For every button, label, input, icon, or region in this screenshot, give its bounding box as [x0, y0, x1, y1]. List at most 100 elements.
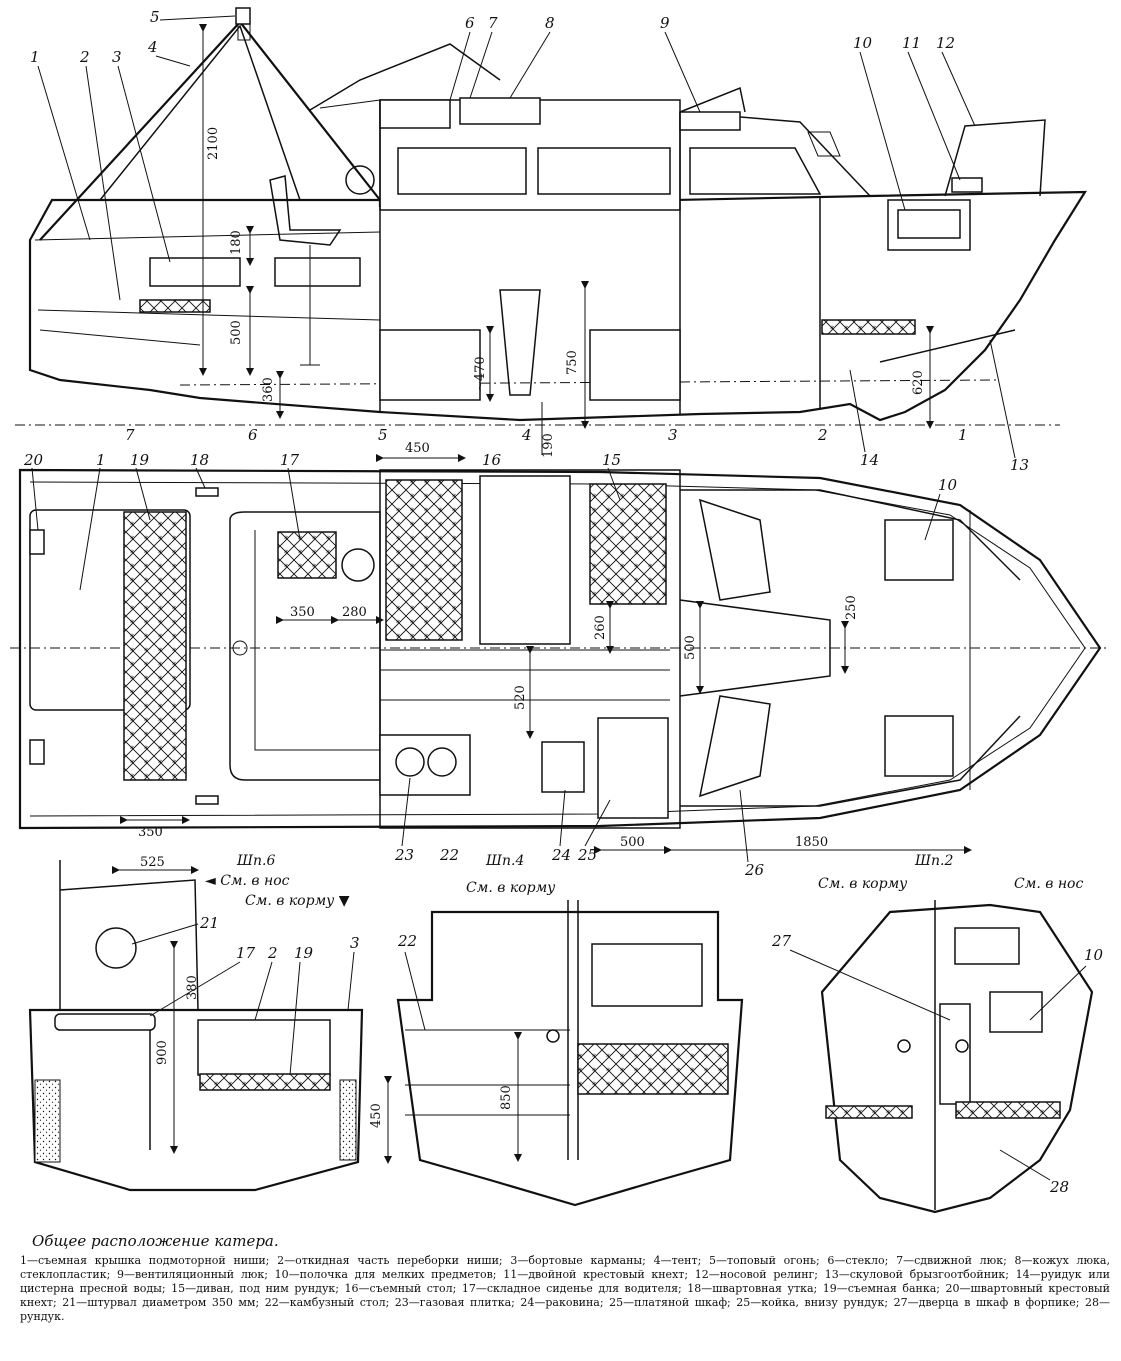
- svg-text:10: 10: [853, 34, 873, 52]
- side-window-1: [397, 147, 527, 195]
- svg-text:См. в корму ▼: См. в корму ▼: [245, 893, 350, 909]
- svg-text:180: 180: [229, 230, 244, 255]
- svg-text:17: 17: [280, 451, 300, 469]
- svg-text:~470: ~470: [473, 356, 488, 392]
- svg-text:620: 620: [911, 370, 926, 395]
- plan-dimensions: 450 350 280 260 520 500 250 350 500 1850: [138, 441, 859, 850]
- svg-text:900: 900: [155, 1040, 170, 1065]
- port-sofa: [385, 479, 463, 641]
- caption-title: Общее расположение катера.: [32, 1232, 279, 1250]
- frame-numbers: 7 6 5 4 3 2 1: [125, 426, 968, 444]
- table-side: [499, 289, 541, 396]
- svg-text:25: 25: [577, 846, 597, 864]
- boat-general-arrangement-drawing: *: [10, 7, 1110, 1214]
- svg-text:13: 13: [1010, 456, 1029, 474]
- svg-text:250: 250: [844, 595, 859, 620]
- svg-text:1850: 1850: [795, 835, 828, 850]
- mooring-cleat-port: [195, 487, 219, 497]
- caption-legend: 1—съемная крышка подмоторной ниши; 2—отк…: [20, 1254, 1110, 1323]
- side-profile-view: 1 2 3 4 5 6 7 8 9 10 11 12 13 1: [15, 7, 1088, 474]
- svg-text:См. в нос: См. в нос: [1014, 876, 1083, 892]
- bow-railing: [944, 119, 1046, 197]
- svg-text:380: 380: [185, 975, 200, 1000]
- svg-text:Шп.2: Шп.2: [914, 853, 953, 869]
- shelf-side: [887, 199, 971, 251]
- svg-text:23: 23: [394, 846, 414, 864]
- sink: [541, 741, 585, 793]
- svg-text:850: 850: [499, 1085, 514, 1110]
- porthole-section2: [954, 927, 1020, 965]
- svg-text:520: 520: [513, 685, 528, 710]
- driver-seat-section: [54, 1013, 156, 1031]
- svg-text:5: 5: [378, 426, 388, 444]
- driver-seat-side: [269, 175, 342, 246]
- top-light: [235, 7, 251, 25]
- removable-bench: [123, 511, 187, 781]
- svg-text:26: 26: [744, 861, 765, 879]
- section-frame-6: 21 17 2 19 3 525 380 900 450 Шп.6 ◄ См. …: [28, 853, 392, 1192]
- svg-text:3: 3: [668, 426, 678, 444]
- steering-wheel-side: [345, 165, 375, 195]
- aft-cleat-starboard: [29, 739, 45, 765]
- svg-text:4: 4: [521, 426, 532, 444]
- section-frame-4: 22 850 Шп.4 См. в корму: [396, 853, 744, 1207]
- side-hull-outline: [28, 190, 1088, 422]
- svg-text:См. в корму: См. в корму: [466, 880, 556, 896]
- svg-text:19: 19: [130, 451, 150, 469]
- mooring-cleat-starboard: [195, 795, 219, 805]
- svg-text:19: 19: [294, 944, 314, 962]
- svg-text:350: 350: [290, 605, 315, 620]
- svg-text:11: 11: [902, 34, 921, 52]
- svg-text:6: 6: [248, 426, 258, 444]
- galley-stove: [379, 734, 471, 796]
- steering-wheel-plan: [341, 548, 375, 582]
- svg-text:500: 500: [620, 835, 645, 850]
- svg-text:28: 28: [1049, 1178, 1069, 1196]
- svg-text:350: 350: [138, 825, 163, 840]
- side-window-3: [689, 147, 822, 195]
- svg-text:Шп.4: Шп.4: [485, 853, 524, 869]
- svg-text:5: 5: [150, 8, 160, 26]
- svg-text:3: 3: [112, 48, 122, 66]
- svg-text:4: 4: [147, 38, 158, 56]
- fore-berth-cushion: [821, 319, 916, 335]
- double-cleat-side: [951, 177, 983, 193]
- svg-text:2: 2: [267, 944, 278, 962]
- svg-text:◄ См. в нос: ◄ См. в нос: [205, 873, 290, 889]
- svg-text:14: 14: [860, 451, 879, 469]
- starboard-sofa: [589, 483, 667, 605]
- svg-text:10: 10: [938, 476, 958, 494]
- plan-callouts: 20 1 19 18 17 16 15 10 23 22 24 25 26: [23, 451, 958, 879]
- svg-text:3: 3: [350, 934, 360, 952]
- svg-text:450: 450: [405, 441, 430, 456]
- side-window-2: [537, 147, 671, 195]
- bench-section: [199, 1073, 331, 1091]
- section6-callouts: 21 17 2 19 3: [131, 914, 360, 1076]
- shelf-plan-starboard: [884, 715, 954, 777]
- svg-text:190: 190: [541, 433, 556, 458]
- svg-text:6: 6: [465, 14, 475, 32]
- svg-text:2100: 2100: [206, 127, 221, 160]
- svg-text:7: 7: [125, 426, 135, 444]
- svg-text:280: 280: [342, 605, 367, 620]
- svg-text:1: 1: [96, 451, 106, 469]
- svg-text:1: 1: [958, 426, 968, 444]
- svg-text:Шп.6: Шп.6: [236, 853, 275, 869]
- svg-text:500: 500: [683, 635, 698, 660]
- plan-hull-outline: [18, 468, 1102, 830]
- svg-text:500: 500: [229, 320, 244, 345]
- svg-text:1: 1: [30, 48, 40, 66]
- porthole-section4: [591, 943, 703, 1007]
- svg-text:450: 450: [369, 1103, 384, 1128]
- aft-seat-cushion: [139, 299, 211, 313]
- wheel-section: [95, 927, 137, 969]
- bunk-section2: [955, 1101, 1061, 1119]
- svg-text:20: 20: [23, 451, 44, 469]
- svg-text:2: 2: [79, 48, 90, 66]
- svg-text:22: 22: [439, 846, 459, 864]
- svg-text:750: 750: [565, 350, 580, 375]
- svg-text:См. в корму: См. в корму: [818, 876, 908, 892]
- side-dimensions: 2100 180 500 360 ~470 750 620 190: [206, 127, 926, 458]
- svg-text:7: 7: [488, 14, 498, 32]
- svg-text:9: 9: [660, 14, 670, 32]
